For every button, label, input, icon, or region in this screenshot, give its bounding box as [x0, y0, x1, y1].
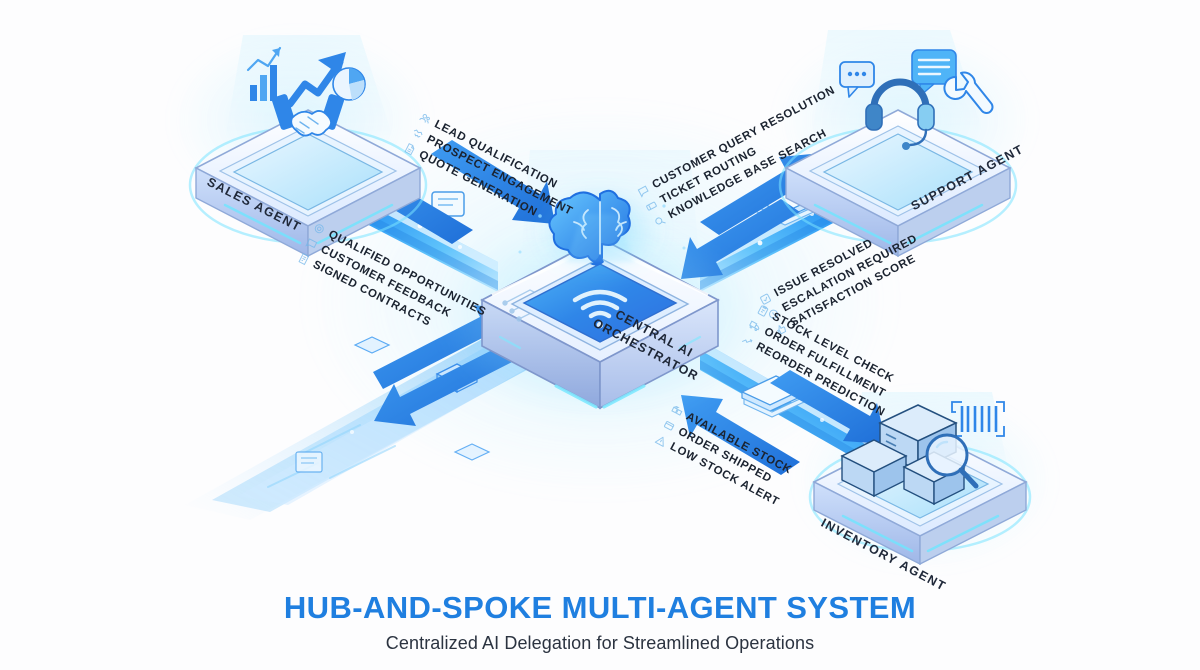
flow-labels-sales-to-hub: QUALIFIED OPPORTUNITIES CUSTOMER FEEDBAC…	[295, 218, 489, 351]
chat-icon	[635, 183, 651, 199]
flow-message: QUALIFIED OPPORTUNITIES	[310, 218, 489, 320]
flow-message: CUSTOMER QUERY RESOLUTION	[634, 82, 838, 201]
target-icon	[311, 220, 327, 236]
flow-message: ISSUE RESOLVED	[756, 215, 912, 309]
check-badge-icon	[757, 291, 773, 307]
chat-bubble-icon	[839, 61, 875, 98]
boxes-icon	[669, 402, 685, 418]
flow-message: QUOTE GENERATION	[401, 138, 568, 234]
handshake-icon	[271, 94, 345, 137]
users-icon	[417, 110, 433, 126]
flow-message: ESCALATION REQUIRED	[764, 230, 920, 324]
flow-labels-hub-to-support: CUSTOMER QUERY RESOLUTION TICKET ROUTING…	[634, 82, 854, 231]
data-packet-icon	[453, 443, 491, 461]
headset-icon	[865, 78, 935, 150]
magnifier-icon	[925, 433, 979, 489]
data-packet-icon	[353, 336, 391, 354]
flow-message: PROSPECT ENGAGEMENT	[409, 123, 576, 219]
arrow-down-right-icon	[770, 370, 886, 444]
flow-labels-support-to-hub: ISSUE RESOLVED ESCALATION REQUIRED SATIS…	[756, 215, 928, 339]
pie-chart-icon	[332, 67, 366, 101]
flow-message: KNOWLEDGE BASE SEARCH	[650, 112, 854, 231]
flow-message: ORDER SHIPPED	[660, 415, 790, 495]
flow-message: REORDER PREDICTION	[738, 330, 888, 421]
chat-bubble-lines-icon	[911, 49, 957, 97]
flow-message: SIGNED CONTRACTS	[295, 248, 474, 350]
spoke-pipe-inventory	[681, 340, 886, 475]
bar-chart-icon	[246, 46, 282, 101]
flow-labels-hub-to-sales: LEAD QUALIFICATION PROSPECT ENGAGEMENT Q…	[401, 108, 584, 235]
flow-message: LOW STOCK ALERT	[652, 430, 782, 510]
flow-message: LEAD QUALIFICATION	[416, 108, 583, 204]
node-platform-sales	[188, 109, 428, 258]
ticket-icon	[643, 198, 659, 214]
shipping-icon	[661, 417, 677, 433]
clipboard-icon	[755, 302, 771, 318]
document-icon	[402, 141, 418, 157]
escalate-icon	[765, 306, 781, 322]
handshake-small-icon	[410, 125, 426, 141]
flow-labels-hub-to-inventory: STOCK LEVEL CHECK ORDER FULFILLMENT REOR…	[738, 300, 904, 421]
chart-up-icon	[739, 332, 755, 348]
flow-message: TICKET ROUTING	[642, 97, 846, 216]
document-stack-icon	[295, 451, 323, 473]
arrow-down-right-icon	[431, 140, 555, 224]
search-icon	[651, 213, 667, 229]
arrow-up-left-icon	[681, 395, 800, 475]
node-platform-support	[778, 109, 1018, 258]
trend-arrow-icon	[286, 58, 344, 108]
wrench-icon	[943, 71, 994, 114]
inventory-node-icons	[840, 401, 1005, 506]
title-block: HUB-AND-SPOKE MULTI-AGENT SYSTEM Central…	[0, 590, 1200, 654]
wifi-signal-icon	[572, 289, 628, 329]
contract-icon	[296, 251, 312, 267]
warning-icon	[653, 432, 669, 448]
sales-node-icons	[246, 46, 366, 137]
flow-message: CUSTOMER FEEDBACK	[303, 233, 482, 335]
flow-message: STOCK LEVEL CHECK	[754, 300, 904, 391]
central-hub-cube	[480, 184, 720, 410]
chat-icon	[304, 235, 320, 251]
page-title: HUB-AND-SPOKE MULTI-AGENT SYSTEM	[283, 590, 917, 625]
flow-message: ORDER FULFILLMENT	[746, 315, 896, 406]
page-subtitle: Centralized AI Delegation for Streamline…	[385, 633, 815, 653]
flow-message: SATISFACTION SCORE	[772, 245, 928, 339]
flow-labels-inventory-to-hub: AVAILABLE STOCK ORDER SHIPPED LOW STOCK …	[652, 400, 798, 510]
truck-icon	[747, 317, 763, 333]
support-node-icons	[839, 49, 994, 150]
thumbs-up-icon	[773, 321, 789, 337]
flow-message: AVAILABLE STOCK	[668, 400, 798, 480]
